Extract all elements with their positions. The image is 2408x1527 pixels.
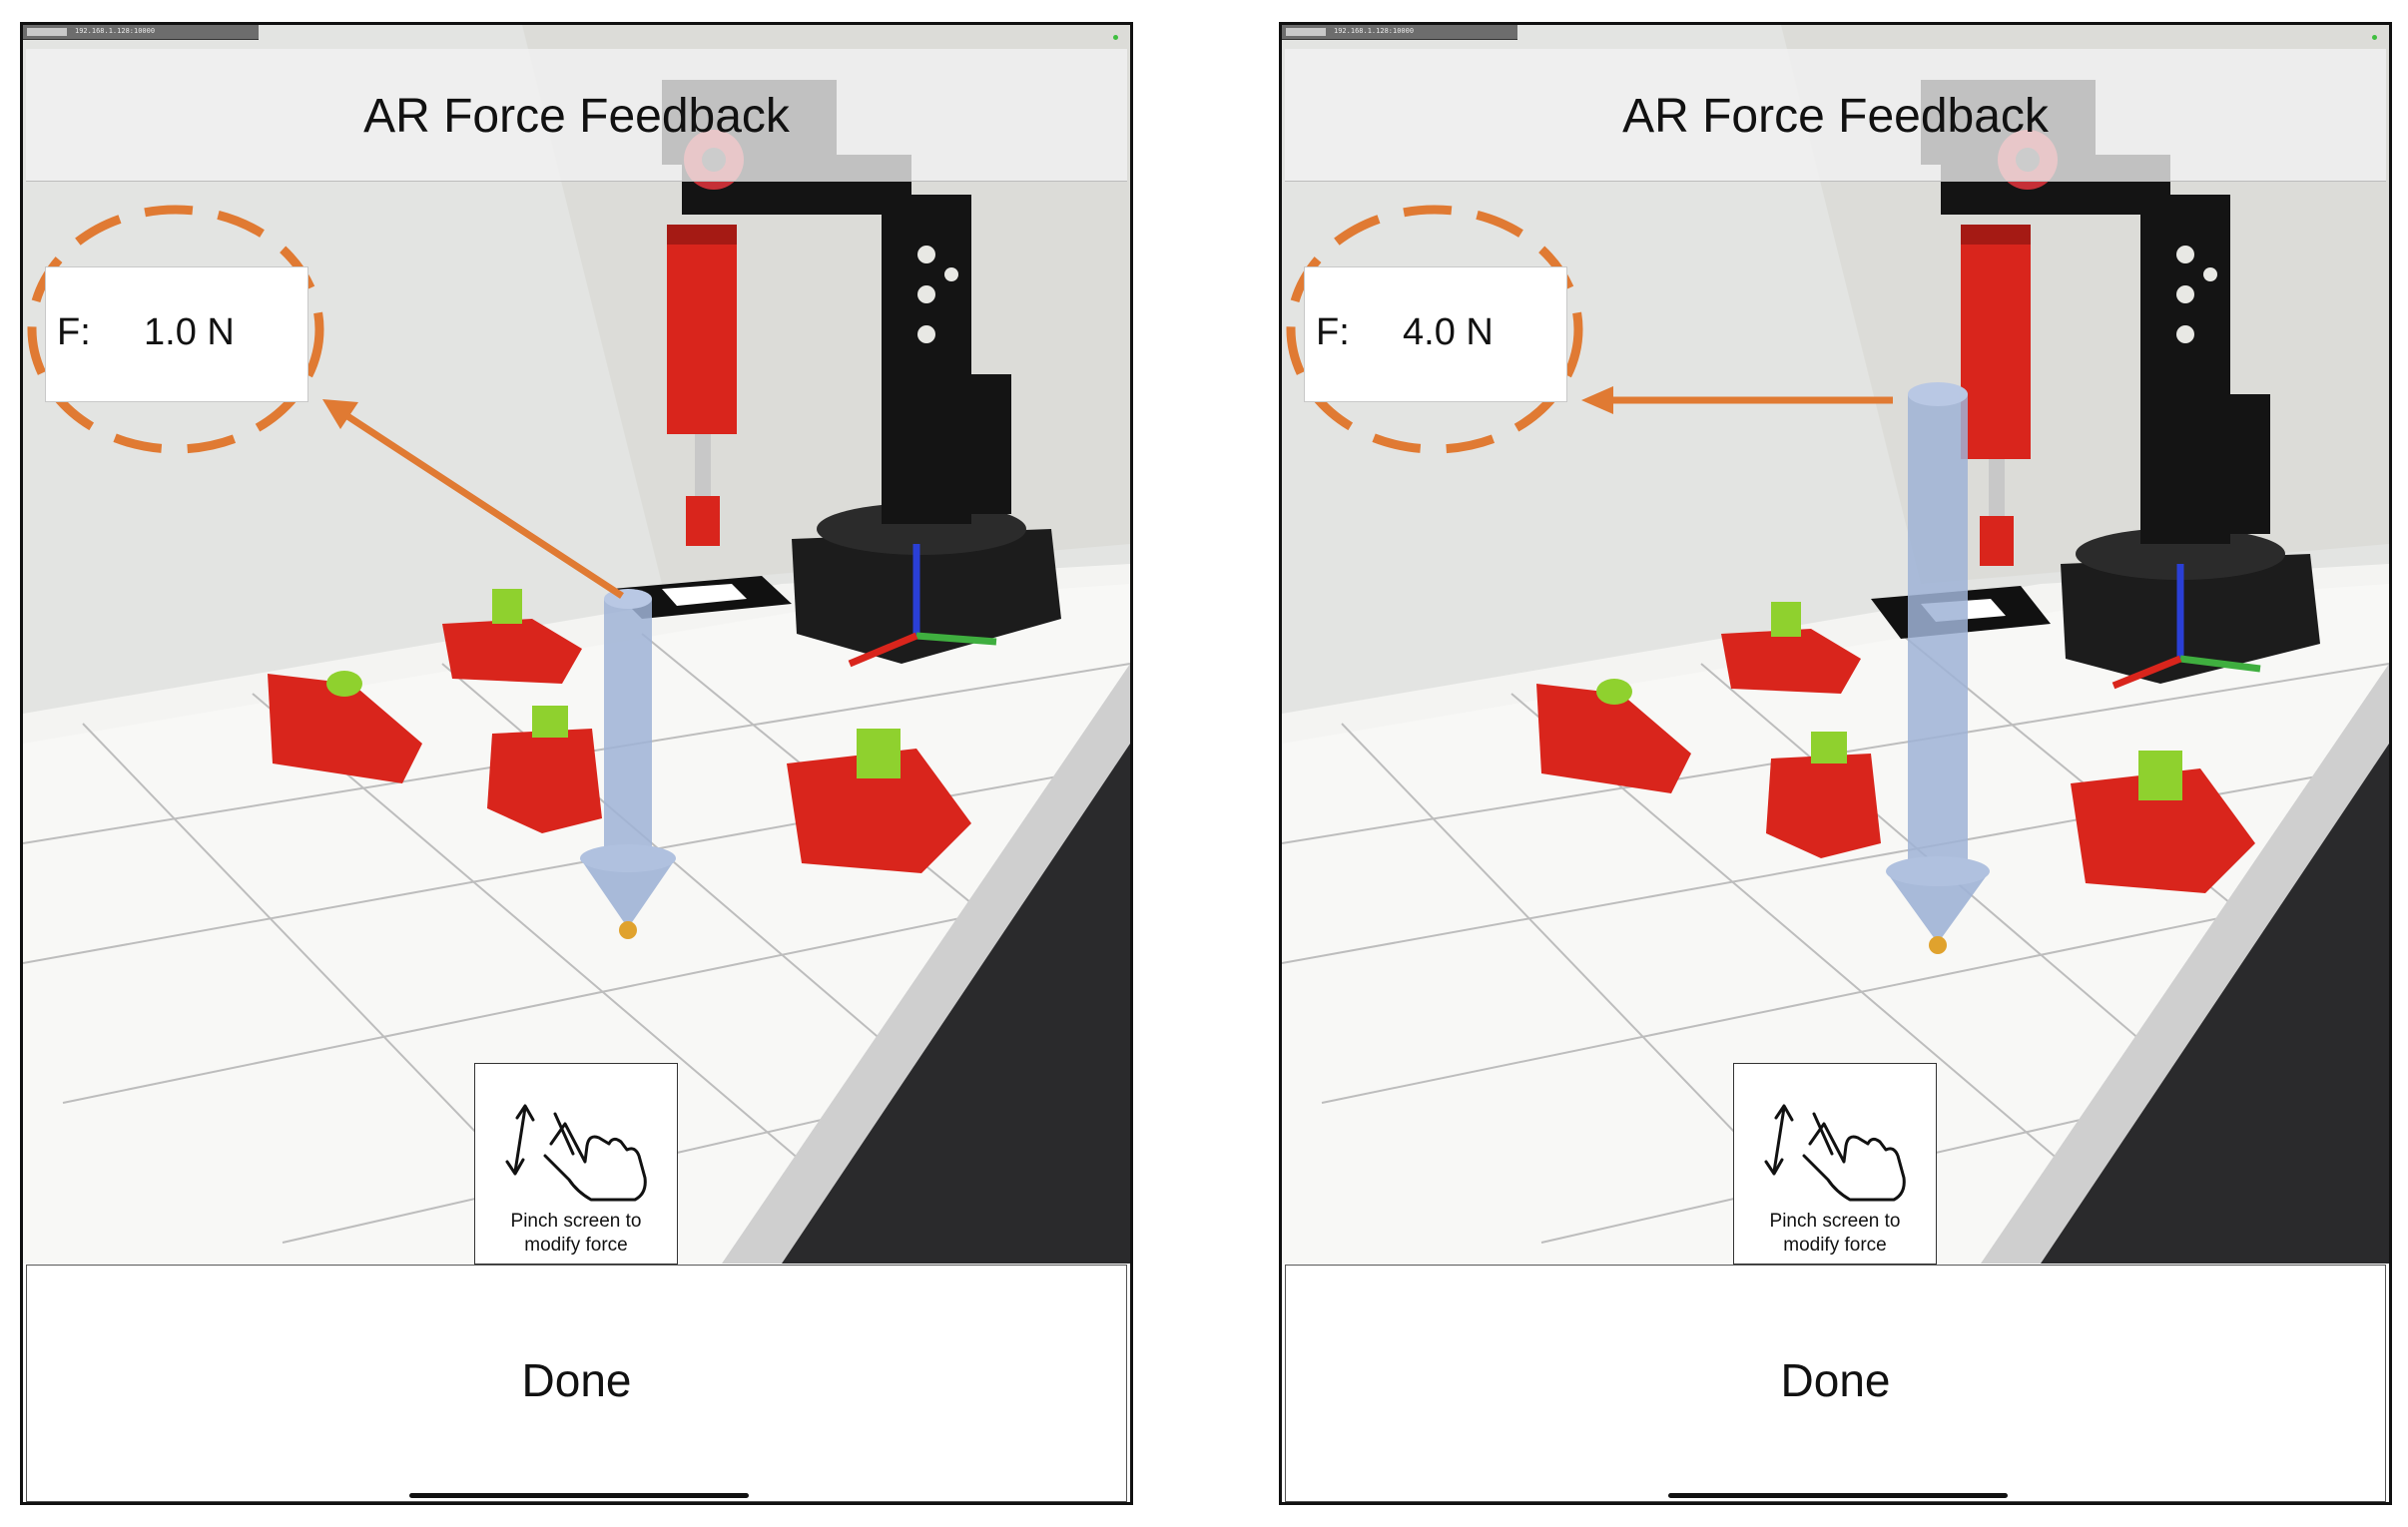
ipad-screen-left: 192.168.1.128:10000 AR Force Feedback F:… (20, 22, 1133, 1505)
done-button[interactable]: Done (521, 1354, 632, 1406)
done-panel: Done (1285, 1265, 2386, 1502)
vertical-double-arrow-icon (513, 1106, 527, 1174)
home-indicator[interactable] (1668, 1493, 2008, 1498)
force-readout: F: 4.0 N (1304, 266, 1567, 402)
pinch-hint-text: Pinch screen to modify force (1769, 1211, 1901, 1256)
force-readout: F: 1.0 N (45, 266, 308, 402)
status-text: 192.168.1.128:10000 (1334, 27, 1415, 35)
done-button[interactable]: Done (1780, 1354, 1891, 1406)
done-panel: Done (26, 1265, 1127, 1502)
remote-status-bar: 192.168.1.128:10000 (1282, 25, 1517, 40)
force-label: F: (1316, 311, 1350, 353)
ipad-screen-right: 192.168.1.128:10000 AR Force Feedback F:… (1279, 22, 2392, 1505)
pinch-hint-card: Pinch screen to modify force (474, 1063, 678, 1265)
force-value: 1.0 N (144, 311, 235, 353)
pinch-hint-card: Pinch screen to modify force (1733, 1063, 1937, 1265)
force-label: F: (57, 311, 91, 353)
status-text: 192.168.1.128:10000 (75, 27, 156, 35)
title-bar: AR Force Feedback (1285, 49, 2386, 182)
status-badge (1286, 28, 1326, 36)
force-value: 4.0 N (1403, 311, 1494, 353)
camera-indicator-dot (1113, 35, 1118, 40)
pinch-gesture-icon (505, 1104, 647, 1202)
vertical-double-arrow-icon (1772, 1106, 1786, 1174)
page-title: AR Force Feedback (363, 90, 790, 143)
home-indicator[interactable] (409, 1493, 749, 1498)
title-bar: AR Force Feedback (26, 49, 1127, 182)
pinch-gesture-icon (1764, 1104, 1906, 1202)
remote-status-bar: 192.168.1.128:10000 (23, 25, 259, 40)
page-title: AR Force Feedback (1622, 90, 2049, 143)
camera-indicator-dot (2372, 35, 2377, 40)
status-badge (27, 28, 67, 36)
pinch-hint-text: Pinch screen to modify force (510, 1211, 642, 1256)
ar-camera-view[interactable] (1282, 25, 2389, 1264)
